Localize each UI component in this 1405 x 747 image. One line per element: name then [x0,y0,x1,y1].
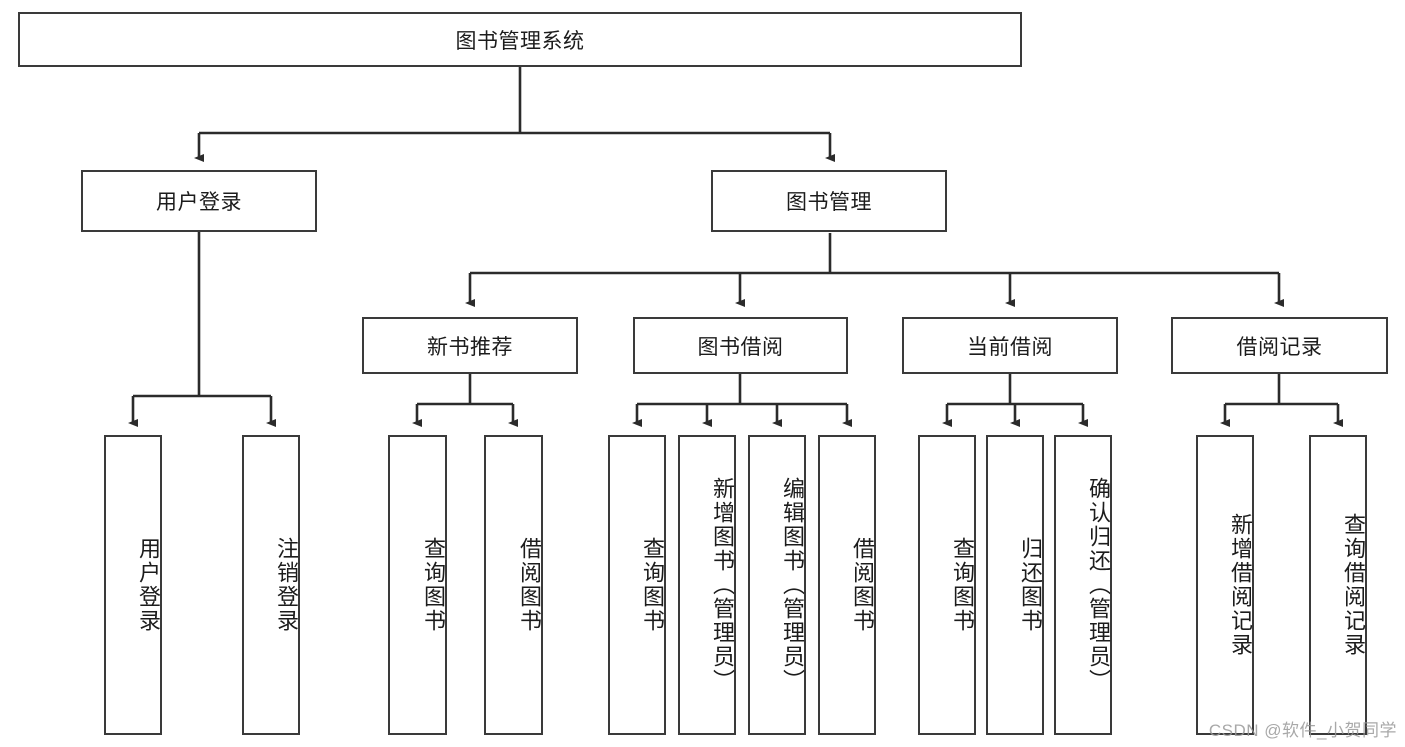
leaf-query-book-borrow[interactable]: 查询图书 [608,435,666,735]
node-user-login-label: 用户登录 [156,191,242,214]
node-new-book-recommend-label: 新书推荐 [427,335,513,359]
node-current-borrow-label: 当前借阅 [967,335,1053,359]
leaf-return-book[interactable]: 归还图书 [986,435,1044,735]
leaf-add-borrow-record[interactable]: 新增借阅记录 [1196,435,1254,735]
leaf-confirm-return-admin[interactable]: 确认归还（管理员） [1054,435,1112,735]
node-book-management-label: 图书管理 [786,191,872,214]
node-borrow-record-label: 借阅记录 [1236,335,1323,359]
node-book-borrow[interactable]: 图书借阅 [633,317,848,374]
leaf-query-book-recommend-label: 查询图书 [421,537,446,633]
leaf-borrow-book[interactable]: 借阅图书 [818,435,876,735]
leaf-query-book-recommend[interactable]: 查询图书 [388,435,447,735]
node-book-borrow-label: 图书借阅 [697,335,784,359]
node-root[interactable]: 图书管理系统 [18,12,1022,67]
node-root-label: 图书管理系统 [455,29,585,53]
leaf-return-book-label: 归还图书 [1018,537,1043,633]
leaf-logout[interactable]: 注销登录 [242,435,300,735]
leaf-add-book-admin-label: 新增图书（管理员） [710,477,735,693]
leaf-user-login-label: 用户登录 [136,537,161,633]
leaf-borrow-book-recommend[interactable]: 借阅图书 [484,435,543,735]
node-new-book-recommend[interactable]: 新书推荐 [362,317,578,374]
leaf-query-book-current[interactable]: 查询图书 [918,435,976,735]
node-book-management[interactable]: 图书管理 [711,170,947,232]
leaf-query-borrow-record[interactable]: 查询借阅记录 [1309,435,1367,735]
leaf-user-login[interactable]: 用户登录 [104,435,162,735]
leaf-add-borrow-record-label: 新增借阅记录 [1228,513,1253,657]
leaf-query-book-current-label: 查询图书 [950,537,975,633]
leaf-query-book-borrow-label: 查询图书 [640,537,665,633]
node-borrow-record[interactable]: 借阅记录 [1171,317,1388,374]
leaf-edit-book-admin[interactable]: 编辑图书（管理员） [748,435,806,735]
leaf-add-book-admin[interactable]: 新增图书（管理员） [678,435,736,735]
leaf-edit-book-admin-label: 编辑图书（管理员） [780,477,805,693]
node-user-login[interactable]: 用户登录 [81,170,317,232]
leaf-logout-label: 注销登录 [274,537,299,633]
node-current-borrow[interactable]: 当前借阅 [902,317,1118,374]
leaf-borrow-book-label: 借阅图书 [850,537,875,633]
leaf-query-borrow-record-label: 查询借阅记录 [1341,513,1366,657]
csdn-watermark: CSDN @软件_小贺同学 [1208,721,1397,740]
leaf-confirm-return-admin-label: 确认归还（管理员） [1086,477,1111,693]
leaf-borrow-book-recommend-label: 借阅图书 [517,537,542,633]
